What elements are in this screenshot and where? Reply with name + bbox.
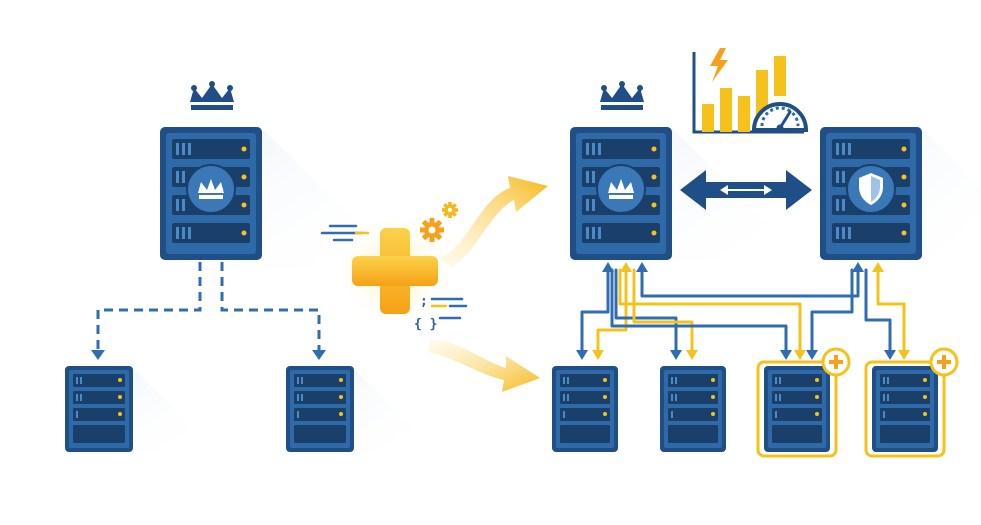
standby-server [820, 127, 922, 260]
sync-double-arrow [680, 170, 812, 210]
crown-icon [600, 81, 644, 110]
left-cluster [65, 81, 420, 452]
plus-icon [352, 228, 438, 314]
lightning-icon [710, 48, 728, 82]
added-replica-server [864, 347, 959, 458]
crown-icon [198, 179, 224, 199]
arrow-heads [576, 262, 910, 360]
replica-server [552, 366, 618, 452]
gear-icon [442, 202, 458, 218]
replication-dashed-lines [96, 262, 321, 352]
arrow-head [91, 350, 105, 360]
replication-lines [580, 268, 906, 354]
primary-server-new [570, 127, 672, 260]
right-cluster [552, 48, 981, 458]
replica-server [65, 366, 133, 452]
upgrade-transform: ; { } [320, 176, 548, 392]
replica-server [660, 366, 726, 452]
upgrade-arrow-top [440, 176, 548, 268]
code-semicolon: ; [420, 294, 428, 309]
primary-server-original [160, 127, 262, 260]
code-braces-icon: { } [414, 317, 437, 332]
arrow-head [312, 350, 326, 360]
gear-icon [420, 218, 444, 242]
upgrade-arrow-bottom [428, 340, 540, 392]
speedometer-icon [751, 102, 809, 132]
add-badge-icon [929, 347, 959, 377]
replica-server [286, 366, 354, 452]
add-badge-icon [821, 347, 851, 377]
crown-icon [608, 179, 634, 199]
added-replica-server [756, 347, 851, 458]
shield-icon [859, 173, 883, 205]
crown-icon [190, 81, 234, 110]
